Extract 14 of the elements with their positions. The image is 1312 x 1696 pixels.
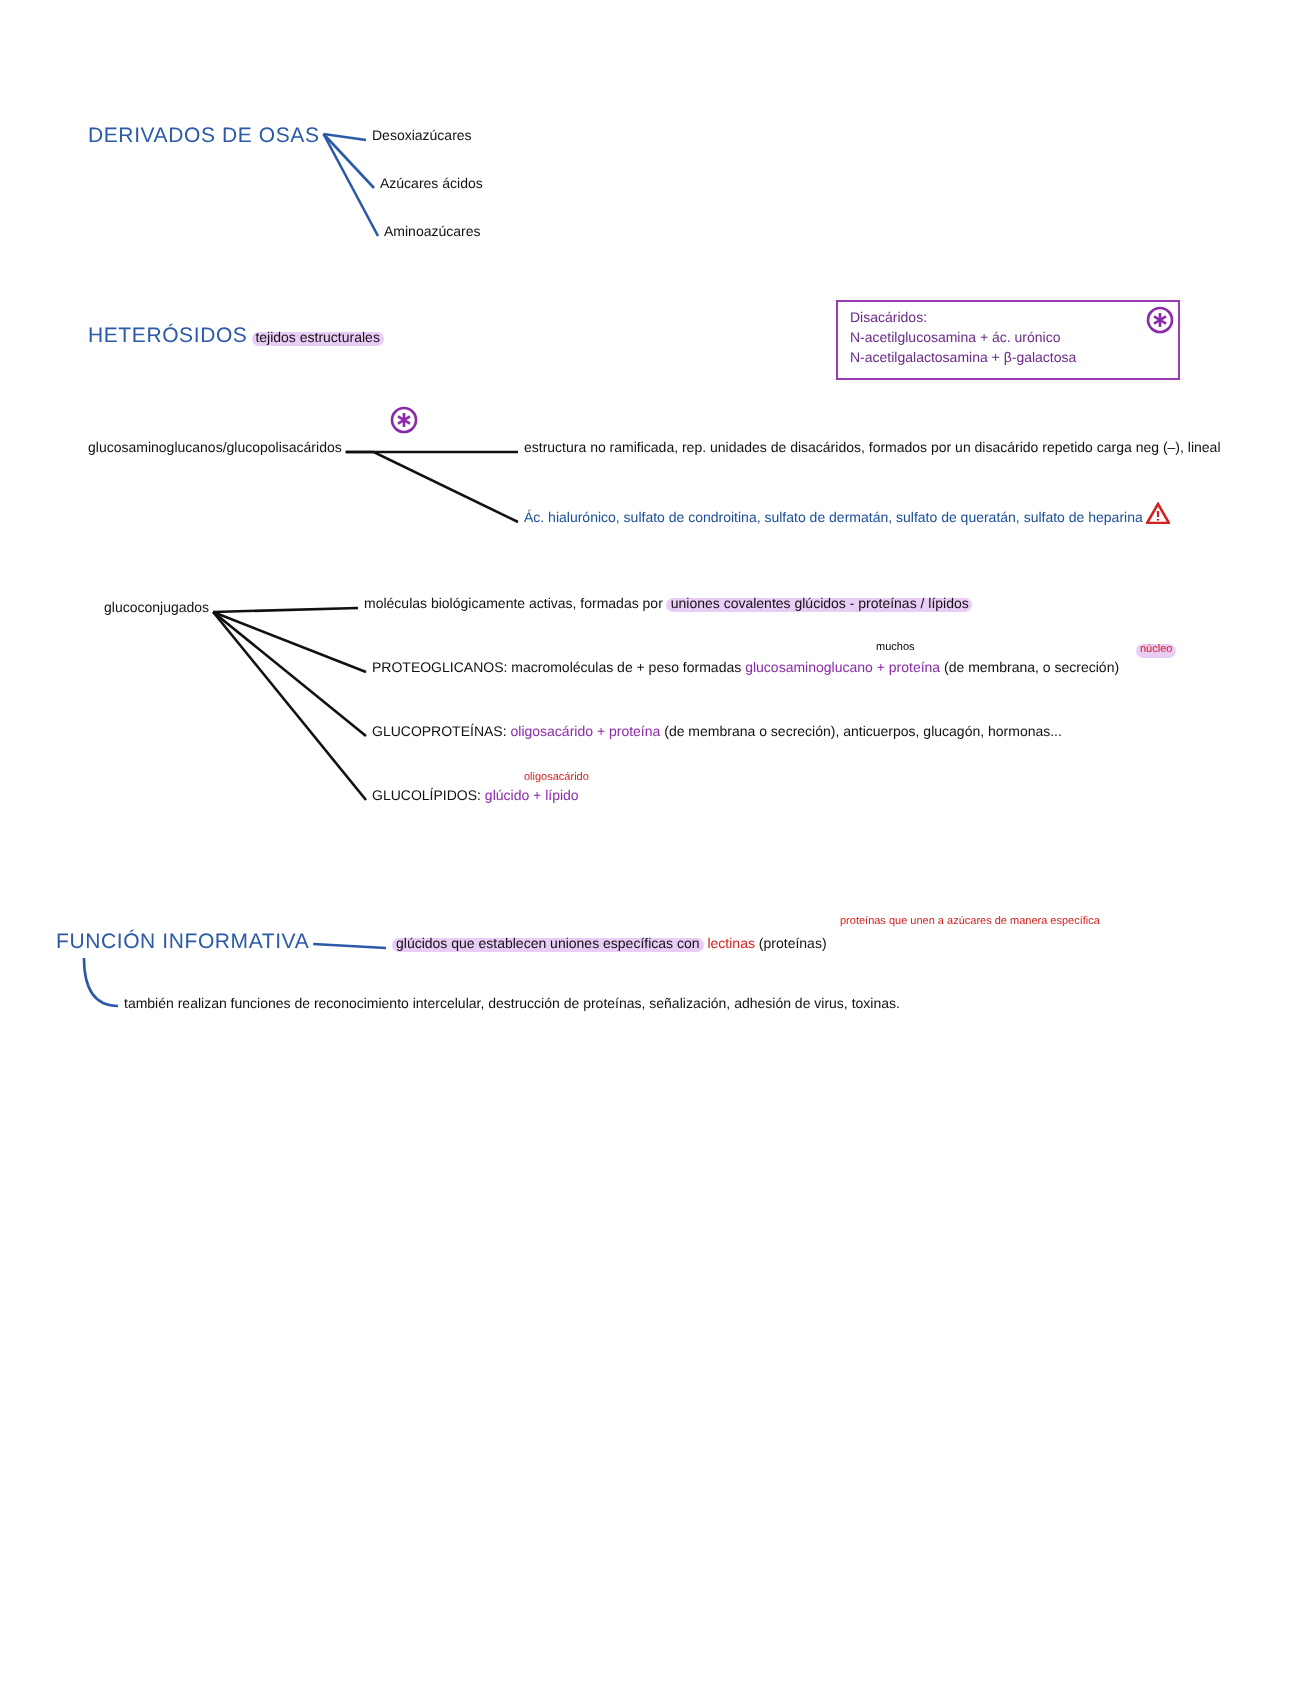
connector-line bbox=[313, 942, 387, 950]
connector-line bbox=[82, 957, 119, 1008]
connector-line bbox=[323, 132, 367, 142]
connector-line bbox=[322, 133, 380, 237]
connector-line bbox=[213, 606, 359, 614]
connector-line bbox=[345, 450, 519, 524]
connector-line bbox=[212, 611, 367, 737]
heading: FUNCIÓN INFORMATIVA bbox=[56, 930, 310, 954]
heading: HETERÓSIDOS bbox=[88, 324, 248, 348]
connector-line bbox=[212, 611, 367, 801]
heading: DERIVADOS DE OSAS bbox=[88, 124, 320, 148]
connector-line bbox=[212, 610, 367, 674]
note-box bbox=[836, 300, 1180, 380]
connector-line bbox=[322, 133, 375, 189]
